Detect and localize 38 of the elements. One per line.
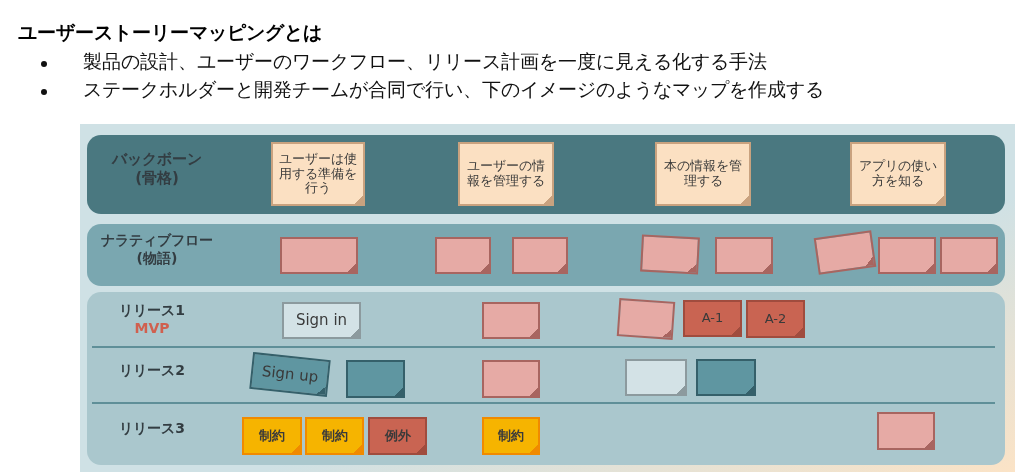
title: ユーザーストーリーマッピングとは <box>18 20 322 45</box>
story-note <box>696 359 756 396</box>
constraint-note: 制約 <box>482 417 540 455</box>
exception-note: 例外 <box>368 417 427 455</box>
story-note <box>715 237 773 274</box>
band-heading: ナラティブフロー(物語) <box>100 232 214 268</box>
story-note <box>878 237 936 274</box>
row-heading: リリース3 <box>118 420 186 438</box>
story-note <box>616 298 676 340</box>
backbone-note: アプリの使い方を知る <box>850 142 946 206</box>
constraint-note: 制約 <box>305 417 364 455</box>
story-note <box>435 237 491 274</box>
constraint-note: 制約 <box>242 417 302 455</box>
band-heading: バックボーン(骨格) <box>110 150 203 188</box>
story-note <box>940 237 998 274</box>
story-note: Sign up <box>249 352 331 397</box>
story-note: A-2 <box>746 300 805 338</box>
story-note <box>482 360 540 398</box>
narrative-band <box>87 224 1005 286</box>
backbone-band <box>87 135 1005 214</box>
backbone-note: ユーザーは使用する準備を行う <box>271 142 365 206</box>
story-note <box>640 234 700 275</box>
release-panel <box>87 292 1005 465</box>
bullet-text: ステークホルダーと開発チームが合同で行い、下のイメージのようなマップを作成する <box>83 77 824 102</box>
story-note <box>280 237 358 274</box>
backbone-note: ユーザーの情報を管理する <box>458 142 554 206</box>
story-note: Sign in <box>282 302 361 339</box>
bullet-text: 製品の設計、ユーザーのワークフロー、リリース計画を一度に見える化する手法 <box>83 49 767 74</box>
story-note <box>512 237 568 274</box>
row-heading: リリース2 <box>118 362 186 380</box>
story-note <box>625 359 687 396</box>
row-heading: リリース1 <box>118 302 186 320</box>
mvp-label: MVP <box>133 320 171 336</box>
story-note <box>346 360 405 398</box>
story-note: A-1 <box>683 300 742 337</box>
backbone-note: 本の情報を管理する <box>655 142 751 206</box>
story-note <box>877 412 935 450</box>
story-note <box>482 302 540 339</box>
